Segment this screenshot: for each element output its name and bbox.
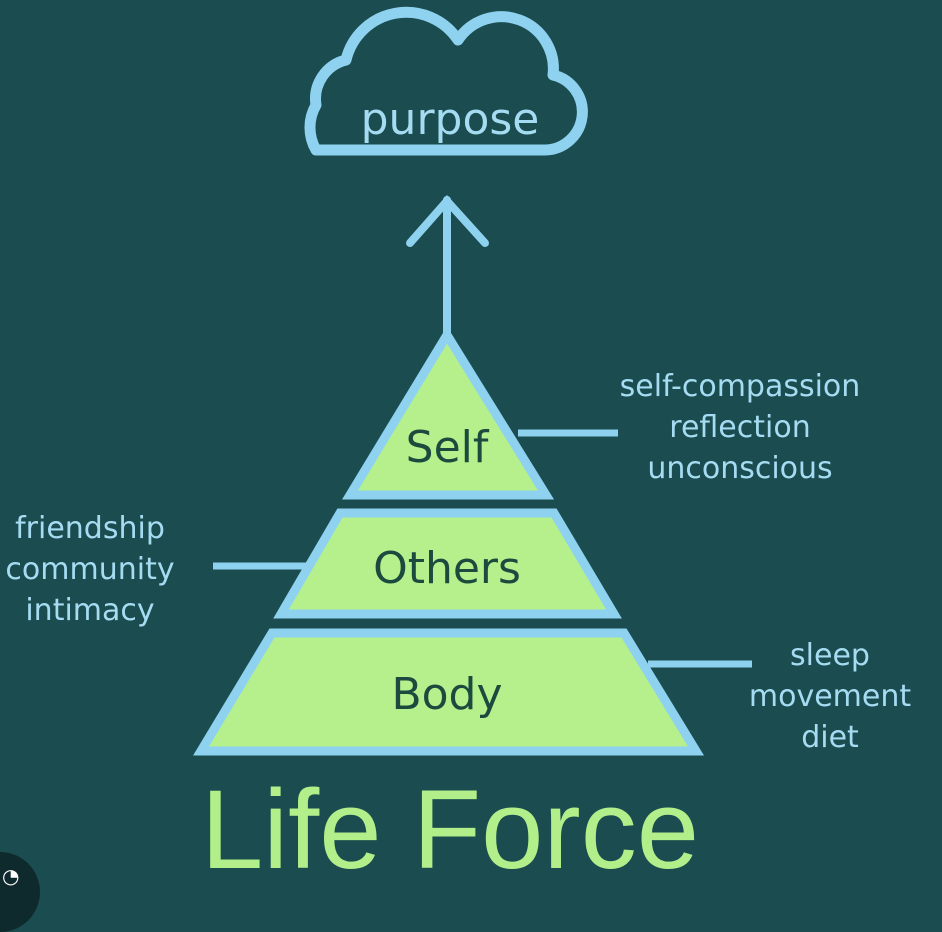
body-notes: sleep movement diet xyxy=(735,635,925,758)
note: intimacy xyxy=(25,593,155,628)
self-notes: self-compassion reflection unconscious xyxy=(605,366,875,489)
cloud-icon xyxy=(304,6,588,156)
tier-self-label: Self xyxy=(405,422,489,473)
note: community xyxy=(5,552,175,587)
diagram-title: Life Force xyxy=(201,767,699,892)
note: reflection xyxy=(669,410,811,445)
note: unconscious xyxy=(647,451,833,486)
arrow-up-icon xyxy=(406,194,489,344)
tier-self-shape xyxy=(342,326,555,500)
pyramid-diagram xyxy=(193,6,752,756)
others-notes: friendship community intimacy xyxy=(0,508,180,631)
tier-body-shape xyxy=(193,628,705,756)
note: self-compassion xyxy=(619,369,861,404)
tier-body-label: Body xyxy=(391,669,503,720)
note: sleep xyxy=(790,638,870,673)
cloud-label: purpose xyxy=(360,94,540,145)
note: movement xyxy=(748,679,912,714)
lens-icon: ◔ xyxy=(2,864,20,888)
tier-others-label: Others xyxy=(373,543,521,594)
note: diet xyxy=(801,720,859,755)
note: friendship xyxy=(15,511,165,546)
tier-others-shape xyxy=(273,508,622,619)
